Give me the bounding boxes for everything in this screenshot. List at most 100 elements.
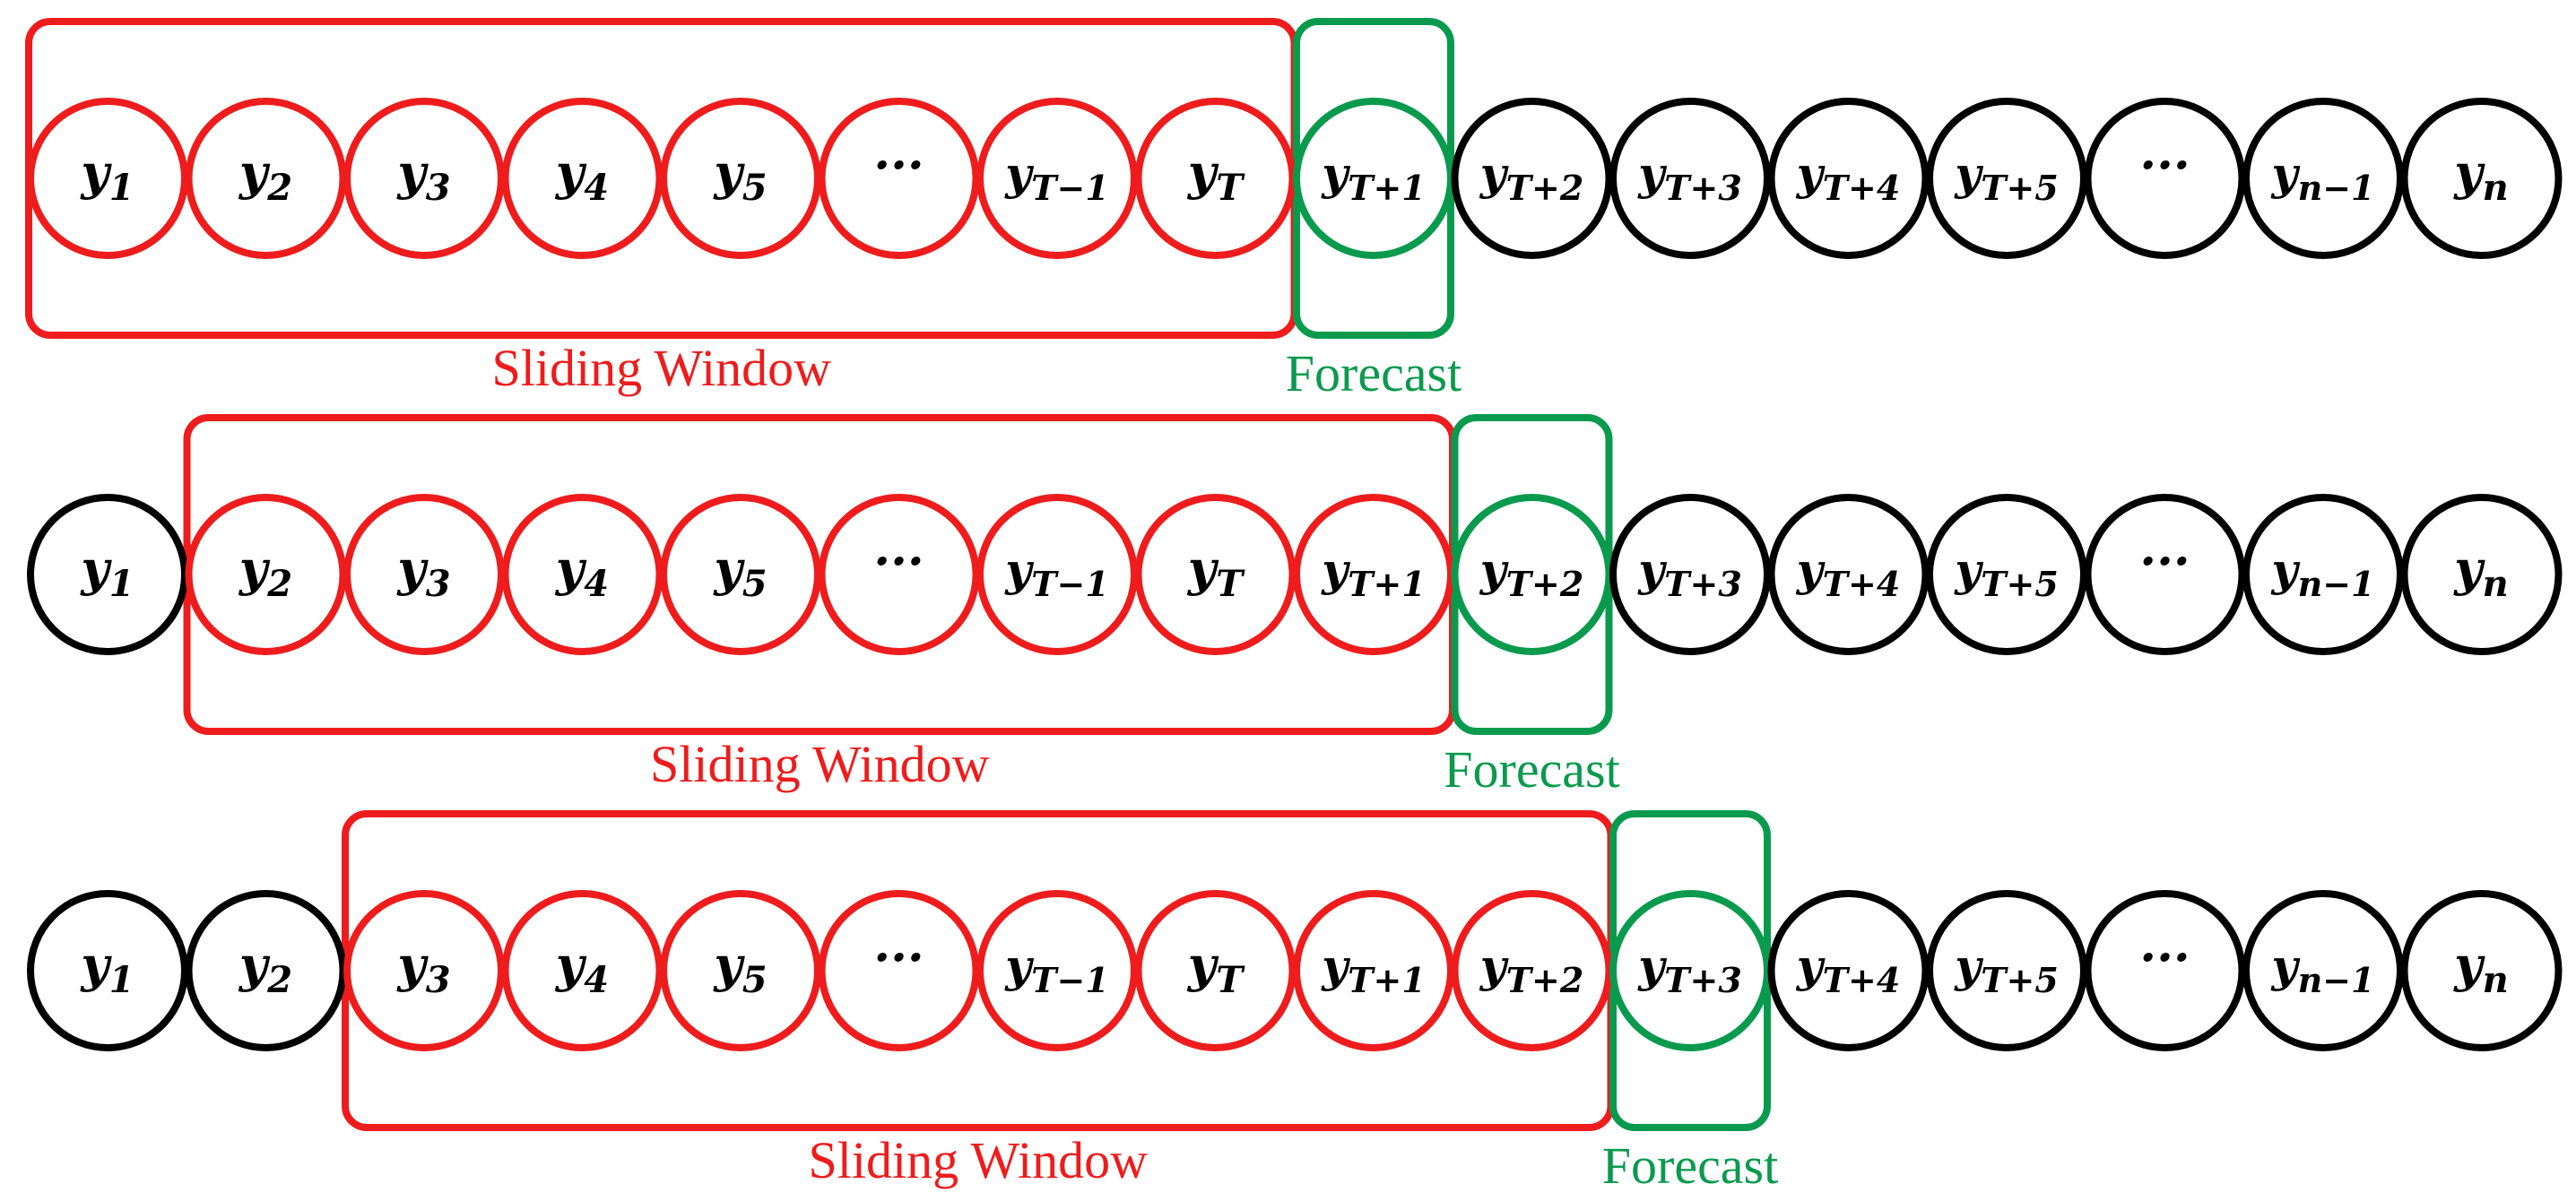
- node-label: yn: [2453, 936, 2508, 1001]
- node-circle: [1609, 98, 1771, 259]
- node-circle: [343, 494, 505, 655]
- node-circle: [1293, 494, 1454, 655]
- node-circle: [1609, 494, 1771, 655]
- series-node: yT: [1134, 494, 1297, 655]
- node-subscript: T+4: [1823, 564, 1901, 604]
- series-node: yT+4: [1767, 494, 1930, 655]
- node-circle: [818, 494, 980, 655]
- node-base: ···: [2139, 929, 2190, 986]
- node-circle: [1767, 890, 1930, 1051]
- node-circle: [185, 890, 347, 1051]
- node-subscript: T−1: [1031, 960, 1109, 1000]
- series-node: yT+2: [1451, 98, 1613, 259]
- series-node: yT: [1134, 890, 1297, 1051]
- node-circle: [501, 890, 664, 1051]
- node-subscript: 3: [426, 959, 451, 1001]
- series-node: yT+1: [1293, 98, 1454, 259]
- series-node: yT: [1134, 98, 1297, 259]
- series-node: yn−1: [2242, 494, 2404, 655]
- node-subscript: 1: [109, 167, 134, 209]
- node-subscript: T: [1216, 959, 1245, 1001]
- node-circle: [1767, 494, 1930, 655]
- node-base: y: [80, 143, 112, 201]
- series-node: yn: [2400, 890, 2563, 1051]
- node-base: ···: [873, 136, 924, 194]
- series-node: yT+2: [1451, 890, 1613, 1051]
- node-base: y: [1321, 939, 1350, 992]
- node-base: y: [713, 143, 745, 201]
- node-base: y: [1187, 540, 1219, 597]
- node-subscript: T−1: [1031, 168, 1109, 208]
- series-node: yT+4: [1767, 890, 1930, 1051]
- node-base: y: [80, 540, 112, 597]
- sliding-window-label: Sliding Window: [492, 339, 832, 397]
- node-base: ···: [2139, 532, 2190, 590]
- node-label: yT: [1187, 143, 1245, 209]
- node-label: yT−1: [1004, 543, 1109, 604]
- node-subscript: n: [2483, 563, 2509, 605]
- series-node: ···: [2084, 494, 2246, 655]
- series-node: yT+1: [1293, 494, 1454, 655]
- node-label: ···: [2139, 929, 2190, 986]
- node-base: y: [1954, 543, 1983, 596]
- node-label: y4: [555, 936, 609, 1001]
- node-circle: [185, 494, 347, 655]
- node-subscript: 4: [584, 959, 609, 1001]
- node-subscript: n−1: [2298, 960, 2375, 1000]
- node-label: yn−1: [2271, 939, 2375, 1000]
- node-base: y: [555, 936, 587, 993]
- node-label: ···: [2139, 532, 2190, 590]
- node-subscript: 2: [266, 959, 292, 1001]
- node-subscript: n: [2483, 959, 2509, 1001]
- node-base: y: [1187, 143, 1219, 201]
- node-label: yT+5: [1954, 939, 2059, 1000]
- node-base: y: [1637, 147, 1667, 200]
- node-base: y: [1321, 543, 1350, 596]
- node-base: y: [1796, 147, 1826, 200]
- series-node: ···: [2084, 890, 2246, 1051]
- node-subscript: 4: [584, 563, 609, 605]
- node-subscript: T+2: [1506, 960, 1584, 1000]
- series-node: y1: [27, 890, 188, 1051]
- series-node: y3: [343, 98, 505, 259]
- node-label: ···: [873, 929, 924, 986]
- node-label: yT: [1187, 936, 1245, 1001]
- node-circle: [1926, 890, 2087, 1051]
- series-node: y3: [343, 890, 505, 1051]
- node-label: yn: [2453, 143, 2508, 209]
- node-base: y: [1479, 147, 1509, 200]
- node-circle: [1926, 98, 2087, 259]
- node-base: y: [239, 540, 271, 597]
- node-label: ···: [2139, 136, 2190, 194]
- node-subscript: T+1: [1348, 564, 1426, 604]
- node-circle: [343, 890, 505, 1051]
- node-base: y: [2271, 939, 2301, 992]
- node-circle: [2084, 890, 2246, 1051]
- node-subscript: T+2: [1506, 564, 1584, 604]
- node-circle: [818, 98, 980, 259]
- forecast-label: Forecast: [1602, 1136, 1779, 1195]
- node-base: y: [1187, 936, 1219, 993]
- node-circle: [976, 890, 1138, 1051]
- node-base: y: [239, 143, 271, 201]
- node-circle: [2242, 98, 2404, 259]
- node-label: ···: [873, 532, 924, 590]
- node-base: y: [713, 936, 745, 993]
- node-base: y: [396, 936, 429, 993]
- series-node: yT+5: [1926, 494, 2087, 655]
- node-label: yT−1: [1004, 939, 1109, 1000]
- series-node: yn: [2400, 494, 2563, 655]
- node-label: yT+5: [1954, 147, 2059, 208]
- node-label: y5: [713, 936, 767, 1001]
- node-circle: [660, 890, 821, 1051]
- series-node: yT+5: [1926, 890, 2087, 1051]
- node-circle: [1451, 494, 1613, 655]
- node-circle: [2400, 494, 2563, 655]
- node-circle: [2400, 890, 2563, 1051]
- node-circle: [185, 98, 347, 259]
- node-subscript: T+3: [1664, 960, 1742, 1000]
- node-subscript: 4: [584, 167, 609, 209]
- node-circle: [2242, 494, 2404, 655]
- series-node: y5: [660, 494, 821, 655]
- node-subscript: T+3: [1664, 564, 1742, 604]
